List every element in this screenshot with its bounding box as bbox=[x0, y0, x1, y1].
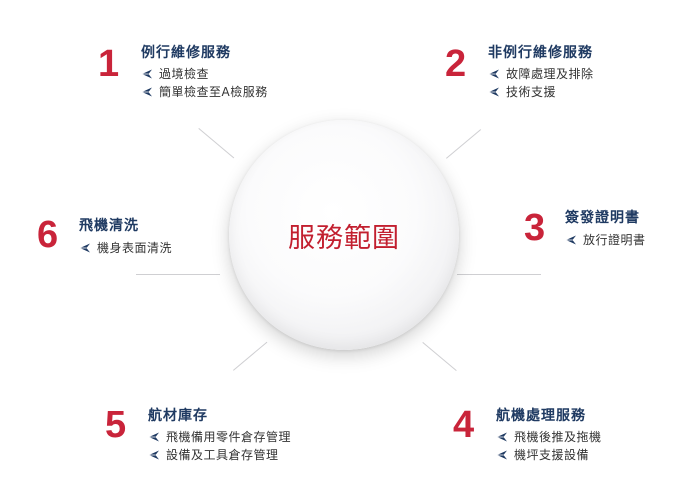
item-title-6: 飛機清洗 bbox=[79, 218, 139, 234]
item-sub-6-1: 機身表面清洗 bbox=[79, 239, 172, 256]
item-number-2: 2 bbox=[445, 43, 467, 85]
paper-plane-icon bbox=[497, 450, 507, 459]
connector-line-4 bbox=[422, 342, 457, 372]
paper-plane-icon bbox=[149, 432, 159, 441]
paper-plane-icon bbox=[142, 69, 152, 78]
item-title-1: 例行維修服務 bbox=[141, 45, 231, 61]
connector-line-6 bbox=[136, 274, 220, 275]
connector-line-2 bbox=[446, 129, 482, 159]
paper-plane-icon bbox=[497, 432, 507, 441]
item-title-5: 航材庫存 bbox=[148, 408, 208, 424]
item-number-4: 4 bbox=[453, 404, 475, 446]
connector-line-1 bbox=[198, 128, 235, 159]
item-sub-1-2: 簡單檢查至A檢服務 bbox=[141, 83, 268, 100]
paper-plane-icon bbox=[566, 235, 576, 244]
connector-line-5 bbox=[233, 341, 268, 371]
item-number-3: 3 bbox=[524, 207, 546, 249]
item-sub-2-1: 故障處理及排除 bbox=[488, 65, 594, 82]
item-number-6: 6 bbox=[37, 214, 59, 256]
item-sub-3-1: 放行證明書 bbox=[565, 231, 646, 248]
item-sub-5-2: 設備及工具倉存管理 bbox=[148, 446, 279, 463]
paper-plane-icon bbox=[489, 87, 499, 96]
center-hub: 服務範圍 bbox=[229, 120, 459, 350]
item-title-3: 簽發證明書 bbox=[565, 210, 640, 226]
paper-plane-icon bbox=[142, 87, 152, 96]
connector-line-3 bbox=[457, 274, 541, 275]
item-sub-2-2: 技術支援 bbox=[488, 83, 556, 100]
item-title-2: 非例行維修服務 bbox=[488, 45, 593, 61]
item-number-5: 5 bbox=[105, 404, 127, 446]
item-sub-4-1: 飛機後推及拖機 bbox=[496, 428, 602, 445]
item-sub-4-2: 機坪支援設備 bbox=[496, 446, 589, 463]
item-sub-5-1: 飛機備用零件倉存管理 bbox=[148, 428, 291, 445]
paper-plane-icon bbox=[489, 69, 499, 78]
paper-plane-icon bbox=[149, 450, 159, 459]
center-title: 服務範圍 bbox=[288, 222, 400, 254]
paper-plane-icon bbox=[80, 243, 90, 252]
item-sub-1-1: 過境檢查 bbox=[141, 65, 209, 82]
item-number-1: 1 bbox=[98, 43, 120, 85]
item-title-4: 航機處理服務 bbox=[496, 408, 586, 424]
